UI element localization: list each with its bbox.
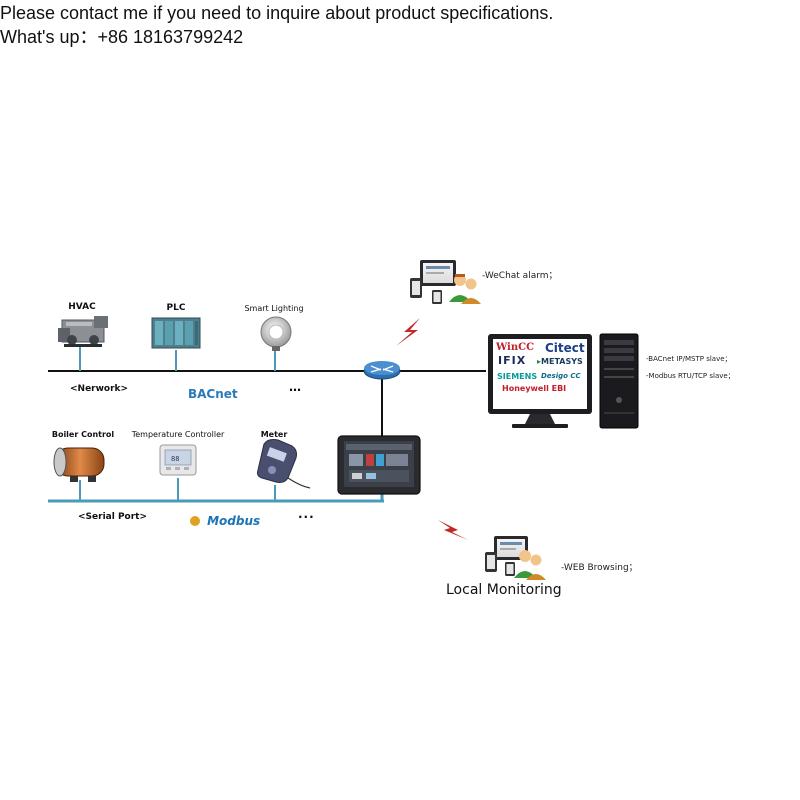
device-label-smart-lighting: Smart Lighting bbox=[244, 304, 304, 313]
wechat-alarm-note: -WeChat alarm； bbox=[482, 271, 558, 281]
logo-wincc: WinCC bbox=[496, 342, 535, 353]
web-browsing-note: -WEB Browsing； bbox=[561, 563, 638, 573]
device-label-plc: PLC bbox=[166, 303, 186, 313]
contact-line-1: Please contact me if you need to inquire… bbox=[0, 3, 554, 23]
smart-lighting-icon bbox=[260, 316, 292, 351]
hmi-panel-icon bbox=[337, 435, 421, 495]
pc-tower-icon bbox=[599, 333, 639, 429]
serial-bus-label: <Serial Port> bbox=[78, 512, 148, 522]
logo-metasys-text: METASYS bbox=[541, 357, 583, 366]
logo-desigo: Desigo CC bbox=[541, 372, 581, 380]
router-icon bbox=[363, 361, 401, 380]
scada-monitor-icon bbox=[488, 334, 592, 428]
hvac-icon bbox=[58, 316, 108, 347]
more-devices-bottom: ··· bbox=[298, 510, 315, 524]
local-devices-icon bbox=[485, 536, 546, 580]
logo-siemens: SIEMENS bbox=[497, 372, 538, 381]
network-bus-label: <Nerwork> bbox=[70, 384, 129, 394]
meter-icon bbox=[257, 439, 311, 489]
wireless-link-icon-top bbox=[396, 318, 420, 346]
modbus-slave-note: -Modbus RTU/TCP slave； bbox=[646, 372, 735, 380]
modbus-logo: Modbus bbox=[190, 510, 260, 529]
logo-honeywell-ebi: Honeywell EBI bbox=[502, 384, 567, 393]
device-label-thermostat: Temperature Controller bbox=[131, 430, 225, 439]
wechat-devices-icon bbox=[410, 260, 481, 304]
device-label-boiler: Boiler Control bbox=[51, 430, 115, 439]
device-label-hvac: HVAC bbox=[68, 302, 96, 312]
logo-metasys: ▸METASYS bbox=[537, 357, 583, 366]
bacnet-logo: BACnet bbox=[188, 383, 238, 402]
svg-text:88: 88 bbox=[171, 455, 179, 463]
bacnet-logo-text: BACnet bbox=[188, 387, 238, 401]
modbus-logo-text: Modbus bbox=[207, 514, 261, 528]
more-devices-top: … bbox=[289, 380, 302, 394]
logo-ifix: IFIX bbox=[498, 354, 527, 367]
plc-icon bbox=[151, 317, 201, 349]
local-monitoring-title: Local Monitoring bbox=[446, 582, 562, 598]
boiler-icon bbox=[53, 447, 105, 482]
wireless-link-icon-bottom bbox=[438, 520, 468, 540]
logo-citect: Citect bbox=[545, 341, 585, 355]
device-label-meter: Meter bbox=[260, 430, 288, 439]
bacnet-slave-note: -BACnet IP/MSTP slave； bbox=[646, 355, 732, 363]
contact-line-2: What's up：+86 18163799242 bbox=[0, 27, 244, 47]
modbus-gear-icon bbox=[190, 515, 200, 526]
thermostat-icon: 88 bbox=[159, 444, 197, 476]
